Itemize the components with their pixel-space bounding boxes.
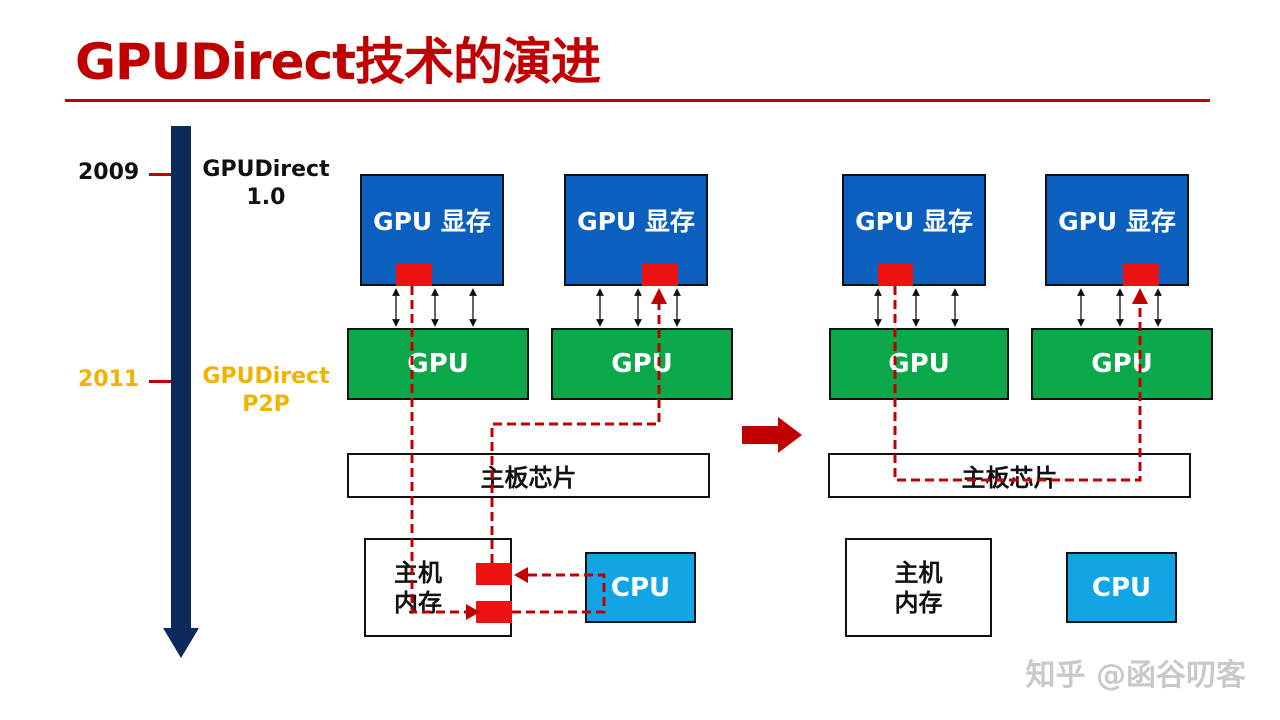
chipset-box: 主板芯片 [828, 453, 1191, 498]
gpu-memory-box: GPU 显存 [564, 174, 708, 286]
timeline-year-2009: 2009 [78, 160, 140, 185]
title-underline [65, 99, 1210, 102]
event-version: 1.0 [246, 185, 286, 210]
gpu-memory-box: GPU 显存 [1045, 174, 1189, 286]
timeline-tick-2011 [149, 380, 171, 383]
memory-buffer-block [642, 264, 678, 286]
memory-bus-arrows [392, 288, 1162, 327]
timeline-event-gpudirect-1: GPUDirect 1.0 [196, 156, 336, 212]
chipset-box: 主板芯片 [347, 453, 710, 498]
host-memory-label-line2: 内存 [394, 588, 442, 617]
host-memory-label-line2: 内存 [894, 588, 943, 617]
memory-buffer-block [878, 264, 913, 286]
timeline-tick-2009 [149, 173, 171, 176]
timeline-bar [171, 126, 191, 631]
host-memory-label-line1: 主机 [394, 558, 442, 587]
event-version: P2P [242, 392, 290, 417]
host-memory-label-line1: 主机 [894, 558, 943, 587]
host-memory-box: 主机 内存 [845, 538, 992, 637]
gpu-box: GPU [829, 328, 1009, 400]
gpu-box: GPU [1031, 328, 1213, 400]
timeline-arrow-icon [163, 628, 199, 658]
gpu-box: GPU [551, 328, 733, 400]
timeline-event-gpudirect-p2p: GPUDirect P2P [196, 363, 336, 419]
gpu-memory-box: GPU 显存 [842, 174, 986, 286]
memory-buffer-block [1123, 264, 1159, 286]
event-name: GPUDirect [202, 364, 330, 389]
page-title: GPUDirect技术的演进 [75, 33, 601, 91]
event-name: GPUDirect [202, 157, 330, 182]
watermark: 知乎 @函谷叨客 [1025, 658, 1246, 693]
timeline-year-2011: 2011 [78, 367, 140, 392]
host-buffer-block [476, 563, 512, 585]
gpu-memory-box: GPU 显存 [360, 174, 504, 286]
gpu-box: GPU [347, 328, 529, 400]
host-buffer-block [476, 601, 512, 623]
cpu-box: CPU [585, 552, 696, 623]
memory-buffer-block [396, 264, 432, 286]
transition-arrow-icon [742, 417, 804, 457]
cpu-box: CPU [1066, 552, 1177, 623]
